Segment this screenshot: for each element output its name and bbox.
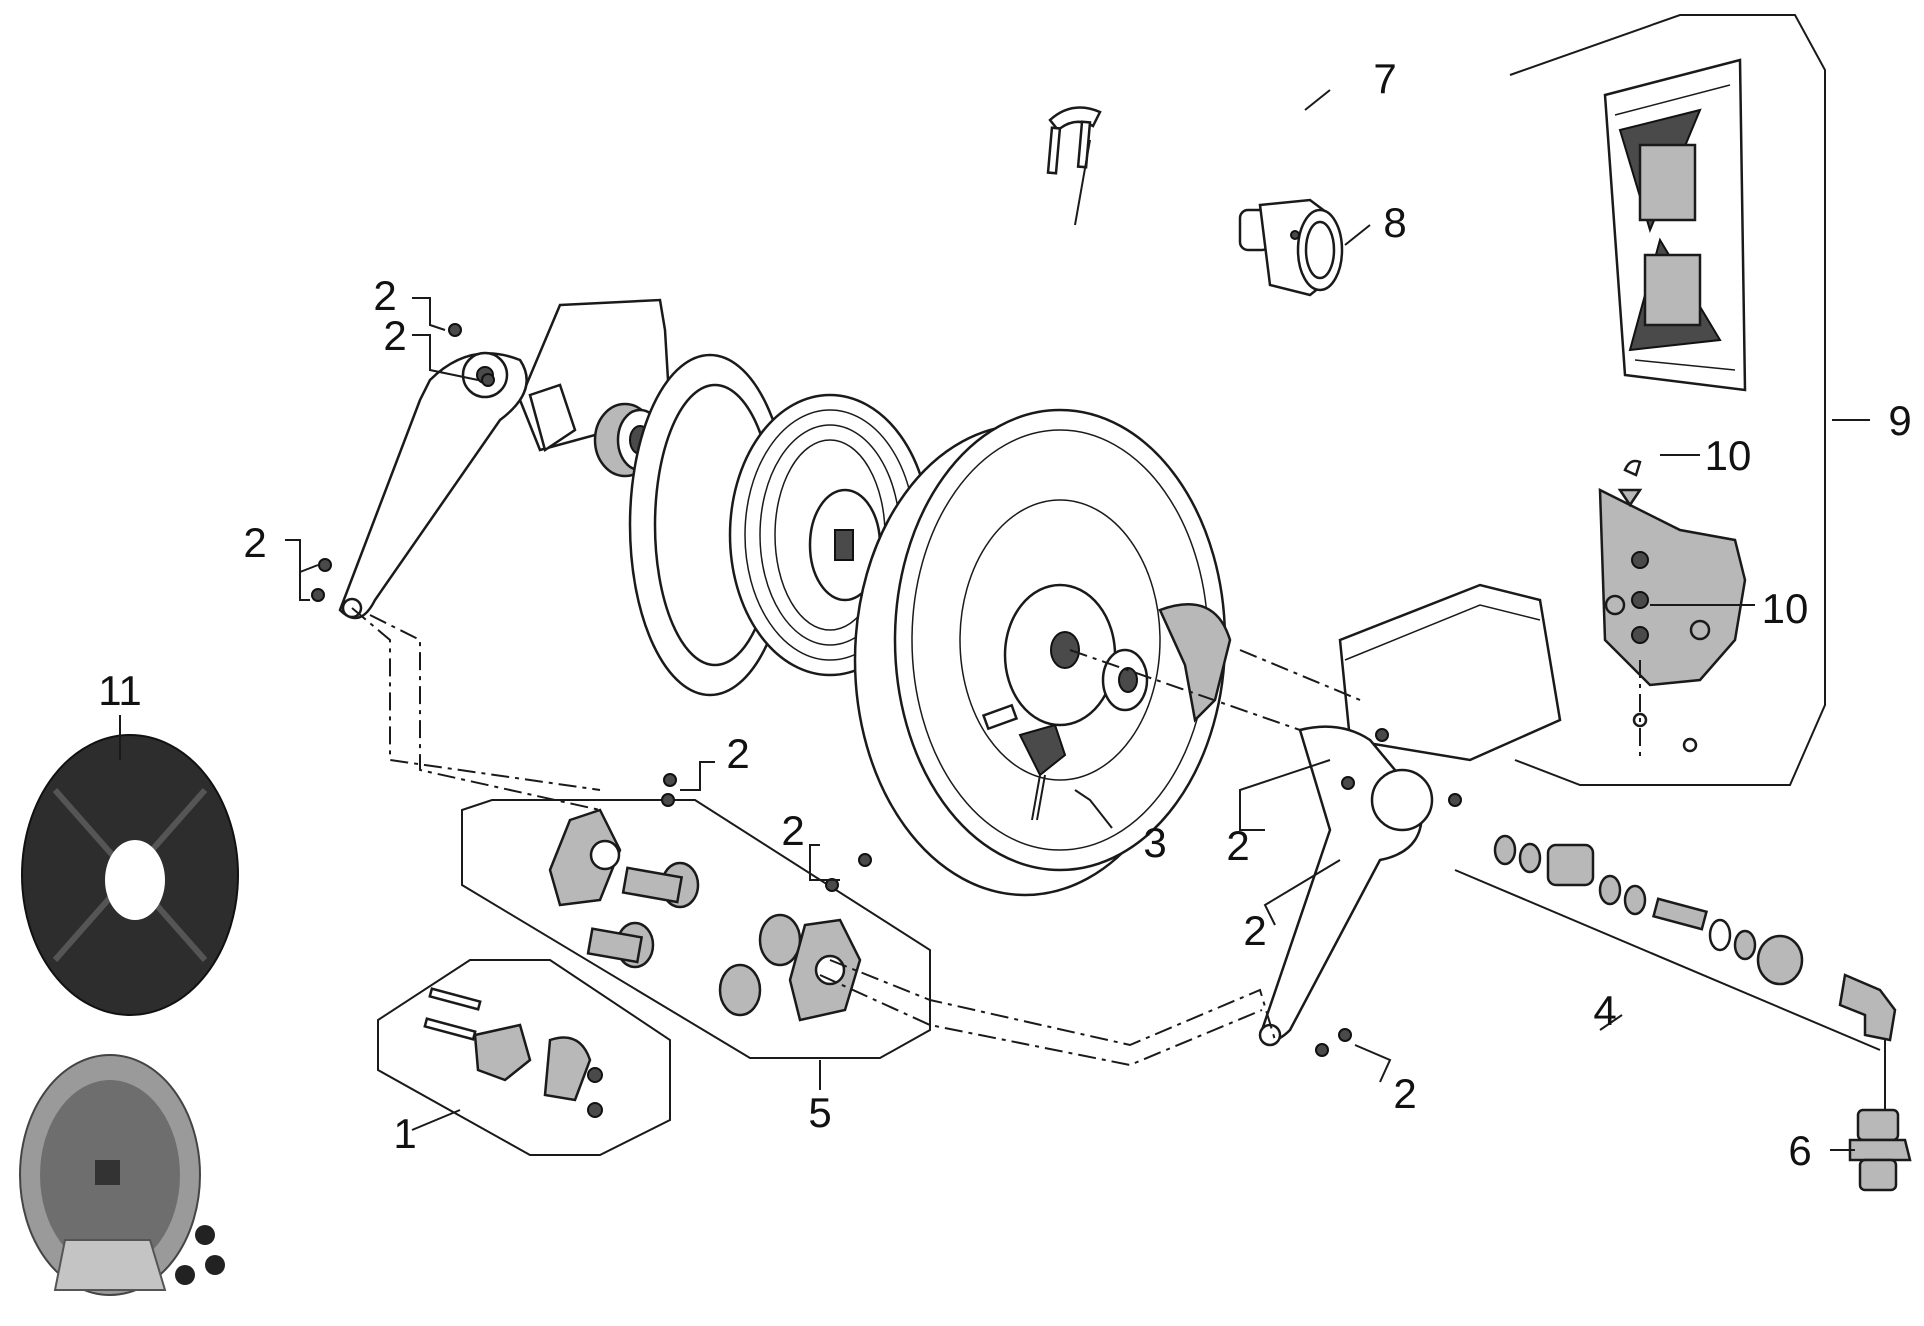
callout-8: 8 bbox=[1383, 199, 1406, 246]
callout-3: 3 bbox=[1143, 819, 1166, 866]
right-side-arm bbox=[1258, 583, 1562, 1047]
ratchet-pawl-assembly bbox=[981, 703, 1067, 821]
callout-9: 9 bbox=[1888, 397, 1911, 444]
retaining-clip bbox=[1046, 106, 1102, 175]
callout-10: 10 bbox=[1762, 585, 1809, 632]
screw-sets bbox=[311, 323, 1462, 1057]
hose-stop-fitting bbox=[1238, 198, 1344, 297]
hose-nipple bbox=[1848, 1108, 1912, 1192]
callout-7: 7 bbox=[1373, 55, 1396, 102]
callout-2: 2 bbox=[726, 730, 749, 777]
callout-2: 2 bbox=[1226, 822, 1249, 869]
pivot-bracket bbox=[1598, 459, 1747, 753]
wall-mounting-plate bbox=[1603, 58, 1747, 392]
callout-2: 2 bbox=[1393, 1070, 1416, 1117]
callout-1: 1 bbox=[393, 1110, 416, 1157]
complete-hose-reel bbox=[19, 1054, 225, 1296]
pawl-parts-kit bbox=[423, 987, 603, 1118]
axle-bracket-set bbox=[548, 808, 862, 1022]
side-cover bbox=[21, 734, 239, 1016]
callout-11: 11 bbox=[98, 667, 142, 714]
callout-2: 2 bbox=[1243, 907, 1266, 954]
callout-2: 2 bbox=[781, 807, 804, 854]
callout-5: 5 bbox=[808, 1089, 831, 1136]
callout-10: 10 bbox=[1705, 432, 1752, 479]
hose-drum bbox=[853, 408, 1232, 897]
elbow-fitting bbox=[1838, 973, 1897, 1042]
callout-2: 2 bbox=[373, 272, 396, 319]
callout-leaders bbox=[119, 89, 1886, 1151]
assembly-centerlines bbox=[351, 607, 1641, 1067]
callout-2: 2 bbox=[383, 312, 406, 359]
callout-2: 2 bbox=[243, 519, 266, 566]
callout-6: 6 bbox=[1788, 1127, 1811, 1174]
kit-outlines bbox=[377, 14, 1826, 1156]
callout-labels: 1 2 2 2 2 2 2 2 2 3 4 5 6 7 8 9 10 10 11 bbox=[98, 55, 1911, 1174]
callout-4: 4 bbox=[1593, 987, 1616, 1034]
left-side-arm bbox=[338, 298, 670, 620]
swivel-assembly bbox=[1493, 834, 1804, 986]
